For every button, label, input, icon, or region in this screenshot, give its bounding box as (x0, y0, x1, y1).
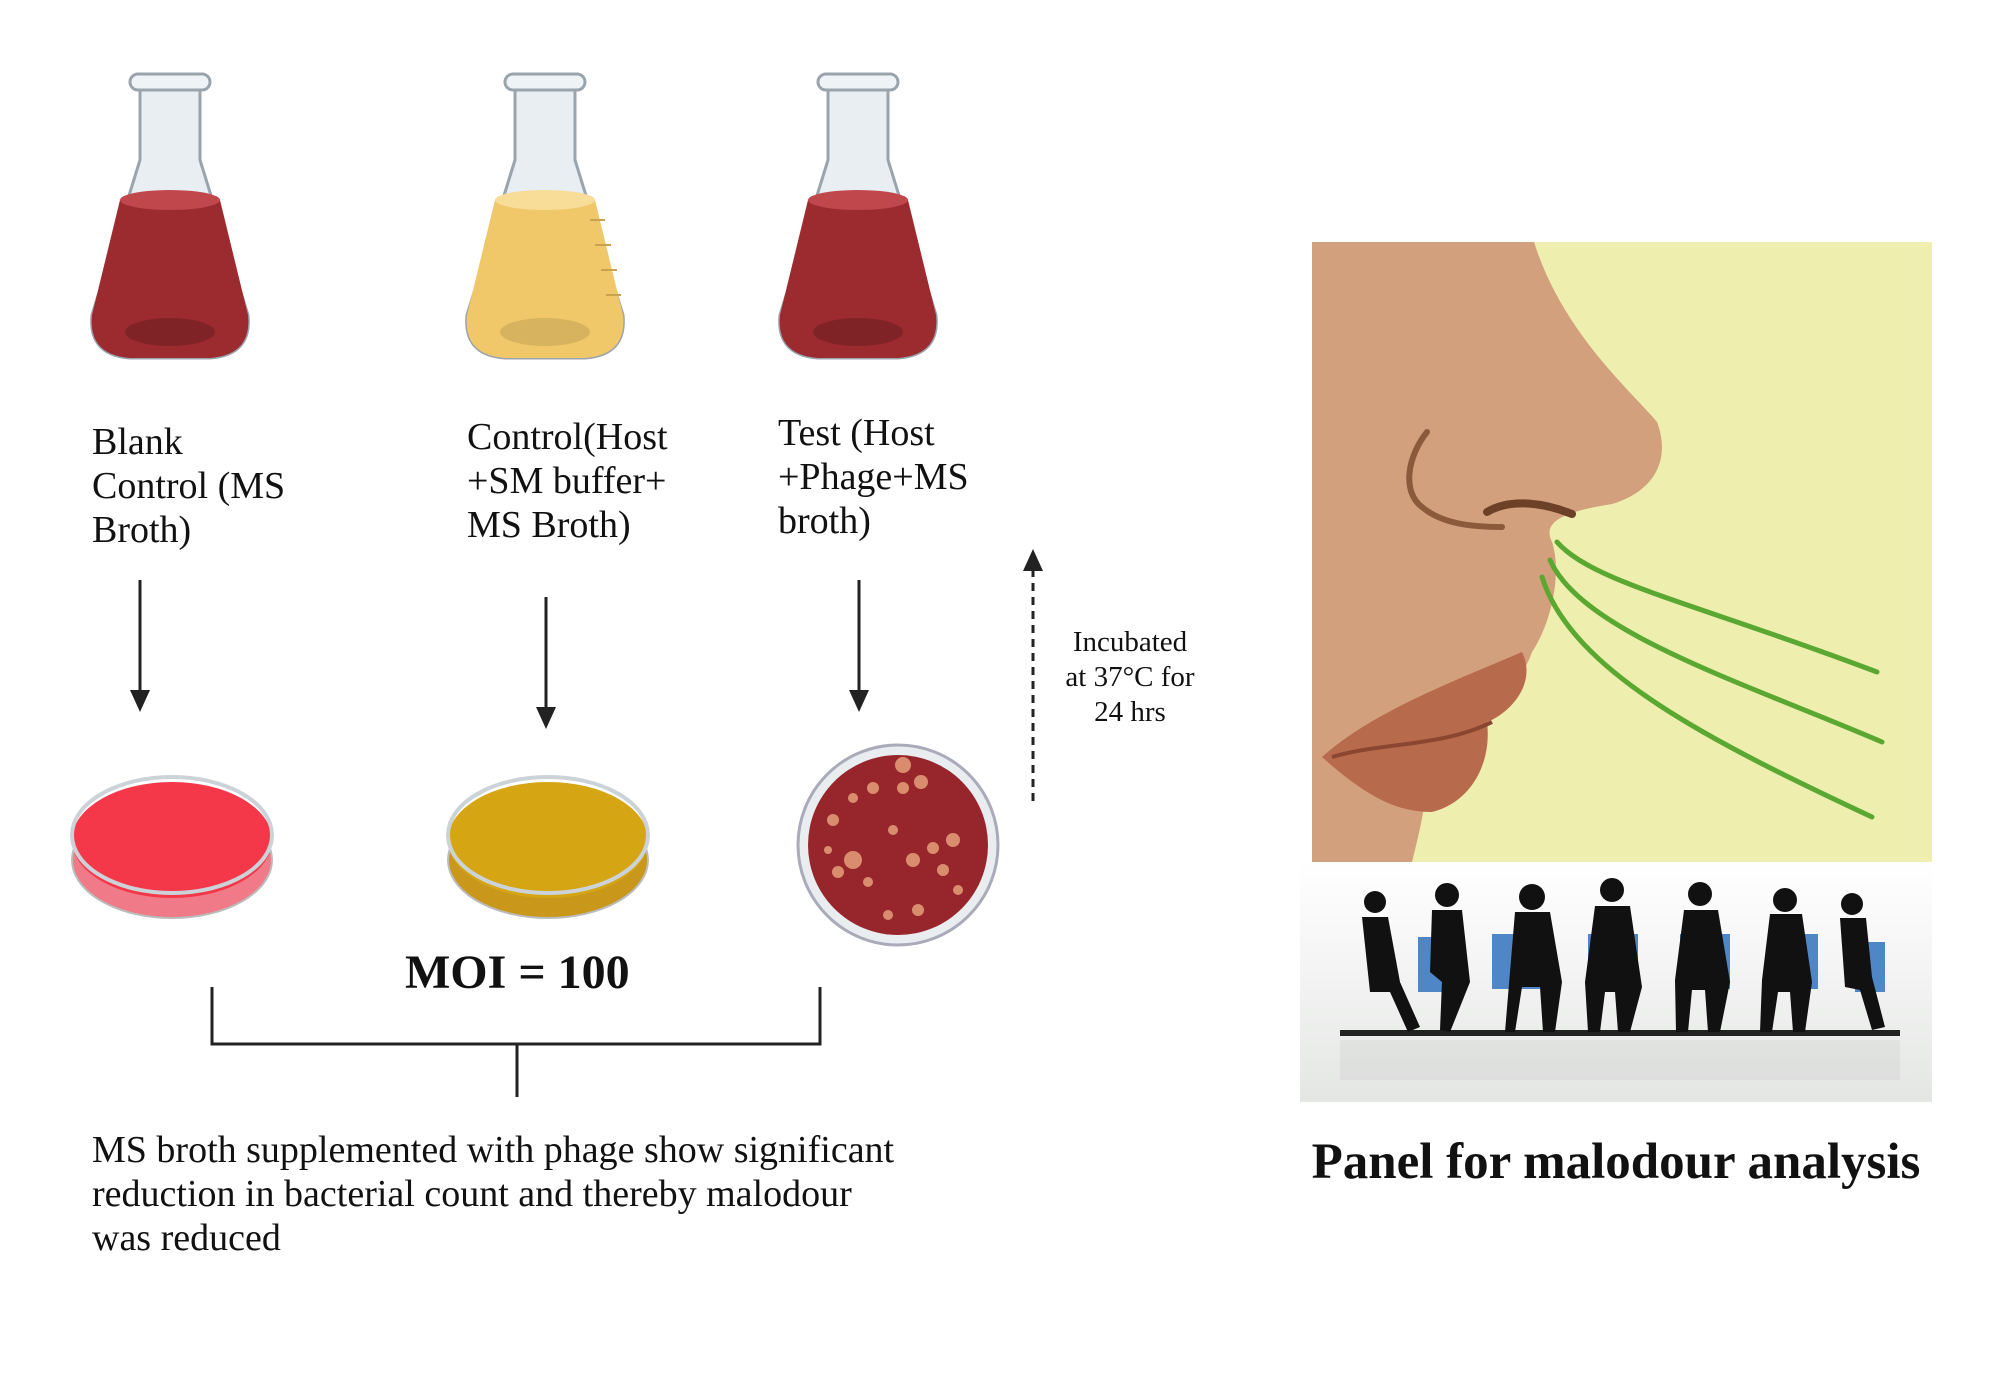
flask-icon-test (778, 72, 938, 360)
flask-icon-control (465, 72, 625, 360)
flask-label-control: Control(Host +SM buffer+ MS Broth) (467, 416, 668, 546)
petri-dish-icon-control (446, 775, 650, 919)
petri-dish-icon-test (796, 743, 1000, 947)
incubation-arrow-icon (1023, 549, 1043, 801)
flask-label-blank: Blank Control (MS Broth) (92, 421, 286, 551)
arrow-down-icon-control (536, 597, 556, 729)
panel-people-icon (1300, 862, 1932, 1102)
conclusion-text: MS broth supplemented with phage show si… (92, 1129, 895, 1259)
flask-icon-blank (90, 72, 250, 360)
bracket-connector (210, 987, 822, 1097)
arrow-down-icon-test (849, 580, 869, 712)
arrow-down-icon-blank (130, 580, 150, 712)
incubation-text: Incubated at 37°C for 24 hrs (1065, 626, 1195, 728)
flask-label-test: Test (Host +Phage+MS broth) (778, 412, 969, 542)
moi-label: MOI = 100 (405, 946, 630, 999)
panel-title: Panel for malodour analysis (1311, 1134, 1921, 1190)
petri-dish-icon-blank (70, 775, 274, 919)
nose-smelling-icon (1312, 242, 1932, 862)
